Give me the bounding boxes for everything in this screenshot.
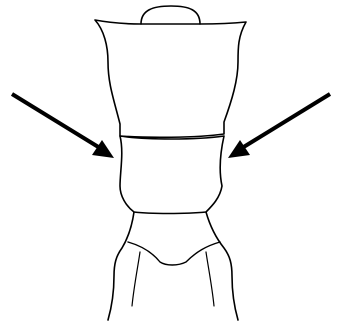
head-knob: [141, 6, 200, 24]
lower-inner-right: [206, 252, 214, 306]
lower-inner-left: [132, 252, 140, 306]
right-arrow: [228, 94, 330, 158]
waist-segment: [120, 136, 224, 214]
upper-segment: [95, 20, 246, 137]
lower-left-prong: [108, 212, 134, 320]
lower-right-prong: [206, 212, 238, 320]
left-arrow: [12, 94, 114, 158]
